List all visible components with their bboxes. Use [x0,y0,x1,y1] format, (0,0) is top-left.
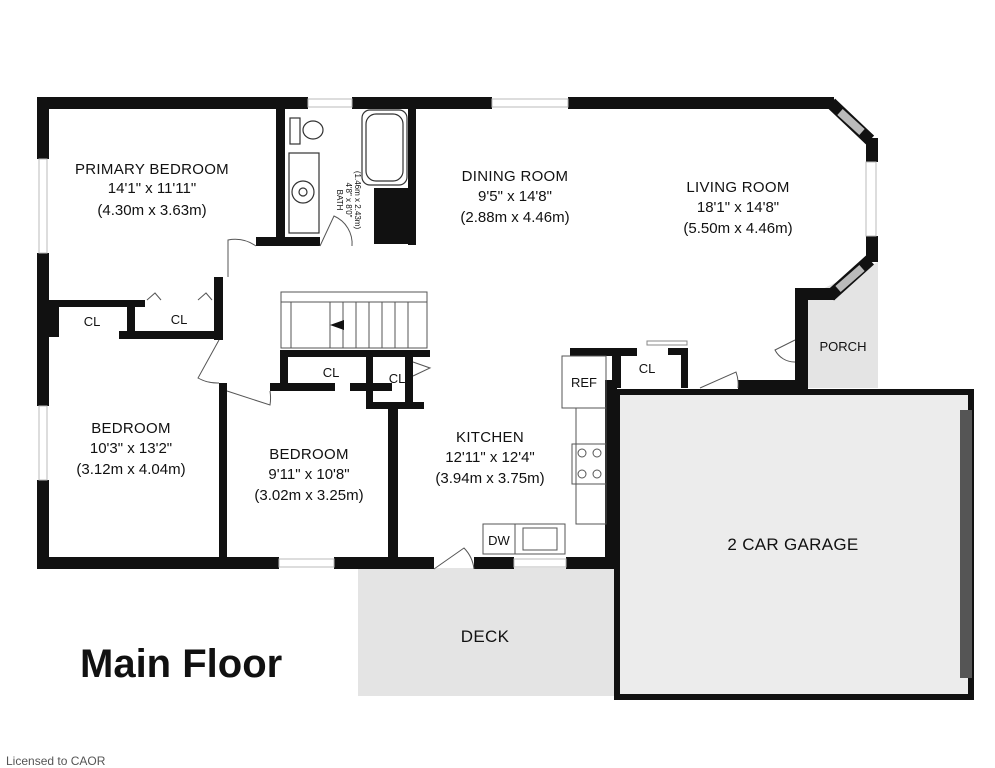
bath-label: BATH [335,190,344,211]
porch-label: PORCH [820,339,867,354]
bath-label-group: BATH 4'8" x 8'0" (1.46m x 2.43m) [335,171,362,230]
license-text: Licensed to CAOR [6,754,106,768]
deck-label: DECK [461,627,510,646]
floor-title: Main Floor [80,642,282,686]
deck-area [358,568,616,696]
closet-door [646,340,688,346]
kitchen-imperial: 12'11" x 12'4" [445,449,535,466]
kitchen-fixtures [482,355,607,555]
bedroom-left-imperial: 10'3" x 13'2" [90,440,172,457]
interior-walls [49,109,688,569]
primary-bedroom-metric: (4.30m x 3.63m) [97,202,206,219]
closet-label: CL [389,371,406,386]
dishwasher-label: DW [488,533,510,548]
living-room-imperial: 18'1" x 14'8" [697,199,779,216]
garage-door [960,410,972,678]
primary-bedroom-imperial: 14'1" x 11'11" [108,180,196,197]
dining-room-imperial: 9'5" x 14'8" [478,188,552,205]
bedroom-left-metric: (3.12m x 4.04m) [76,461,185,478]
stair-arrow-icon [330,320,344,330]
bedroom-middle-imperial: 9'11" x 10'8" [268,466,349,483]
garage-area [619,393,969,696]
fridge-label: REF [571,375,597,390]
bedroom-middle-label: BEDROOM [269,446,349,463]
primary-bedroom-label: PRIMARY BEDROOM [75,161,229,178]
bath-fixtures [288,109,408,234]
closet-label: CL [639,361,656,376]
bath-cabinet-notch [358,188,374,203]
living-room-metric: (5.50m x 4.46m) [683,220,792,237]
windows [38,98,877,568]
door-swings [146,215,796,570]
living-room-label: LIVING ROOM [686,179,789,196]
bedroom-left-label: BEDROOM [91,420,171,437]
bay-windows [835,109,865,293]
exterior-walls [37,97,835,569]
kitchen-label: KITCHEN [456,429,524,446]
kitchen-metric: (3.94m x 3.75m) [435,470,544,487]
bath-cabinet [374,188,414,244]
bath-metric: (1.46m x 2.43m) [353,171,362,230]
closet-label: CL [84,314,101,329]
dining-room-metric: (2.88m x 4.46m) [460,209,569,226]
bath-wall [408,109,416,245]
closet-label: CL [171,312,188,327]
closet-label: CL [323,365,340,380]
garage-label: 2 CAR GARAGE [727,535,858,554]
bath-imperial: 4'8" x 8'0" [344,183,353,218]
dining-room-label: DINING ROOM [462,168,569,185]
bedroom-middle-metric: (3.02m x 3.25m) [254,487,363,504]
staircase [280,291,428,349]
watermark: Platinum Lion Realty Inc, Brokerage [323,694,674,719]
